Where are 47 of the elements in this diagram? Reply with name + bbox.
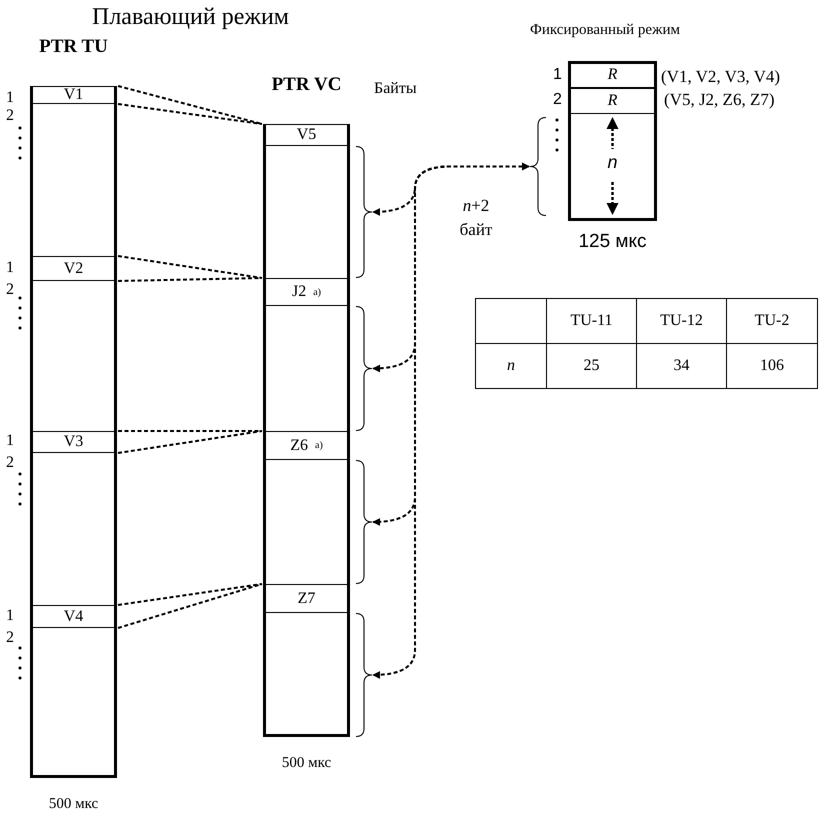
duration-label: 500 мкс	[48, 796, 100, 813]
dimension-label: n	[606, 152, 618, 173]
section-title: Плавающий режим	[92, 4, 289, 31]
section-title: Фиксированный режим	[530, 22, 680, 39]
curly-brace	[530, 117, 546, 216]
byte-number: 2	[6, 281, 14, 299]
byte-number: 2	[6, 629, 14, 647]
size-note: n+2 байт	[458, 195, 494, 241]
table-cell: TU-11	[546, 298, 636, 344]
table-cell: 34	[636, 344, 726, 388]
byte-number: 1	[6, 259, 14, 277]
arrow	[372, 162, 530, 679]
frame-heading: PTR TU	[38, 36, 109, 58]
pointer-cell: V4	[30, 605, 117, 628]
byte-number: 2	[6, 107, 14, 125]
byte-number: 1	[6, 607, 14, 625]
dotted-line	[117, 255, 263, 282]
pointer-cell: R	[568, 88, 657, 114]
pointer-cell: V5	[263, 124, 350, 146]
pointer-cell: R	[568, 61, 657, 88]
dotted-line	[117, 85, 263, 125]
pointer-cell: V2	[30, 256, 117, 281]
table-cell: TU-12	[636, 298, 726, 344]
pointer-cell: Z7	[263, 584, 350, 613]
curly-brace	[356, 306, 372, 431]
curly-brace	[356, 613, 372, 737]
curly-brace	[356, 146, 372, 278]
dotted-line	[117, 430, 263, 454]
pointer-cell: V1	[30, 86, 117, 104]
dotted-line	[117, 583, 263, 629]
table-cell: 25	[546, 344, 636, 388]
curly-brace	[356, 460, 372, 584]
pointer-list: (V5, J2, Z6, Z7)	[664, 90, 774, 110]
byte-number: 1	[6, 89, 14, 107]
pointer-list: (V1, V2, V3, V4)	[661, 67, 780, 87]
pointer-cell: V3	[30, 431, 117, 453]
byte-number: 1	[553, 66, 562, 84]
byte-number: 2	[6, 454, 14, 472]
byte-number: 2	[553, 91, 562, 109]
axis-label: Байты	[374, 80, 417, 98]
row-header: n	[476, 344, 546, 388]
table-cell: TU-2	[726, 298, 818, 344]
table-cell: 106	[726, 344, 818, 388]
frame-heading: PTR VC	[270, 74, 342, 96]
duration-label: 125 мкс	[577, 231, 648, 253]
byte-number: 1	[6, 432, 14, 450]
duration-label: 500 мкс	[280, 755, 332, 772]
